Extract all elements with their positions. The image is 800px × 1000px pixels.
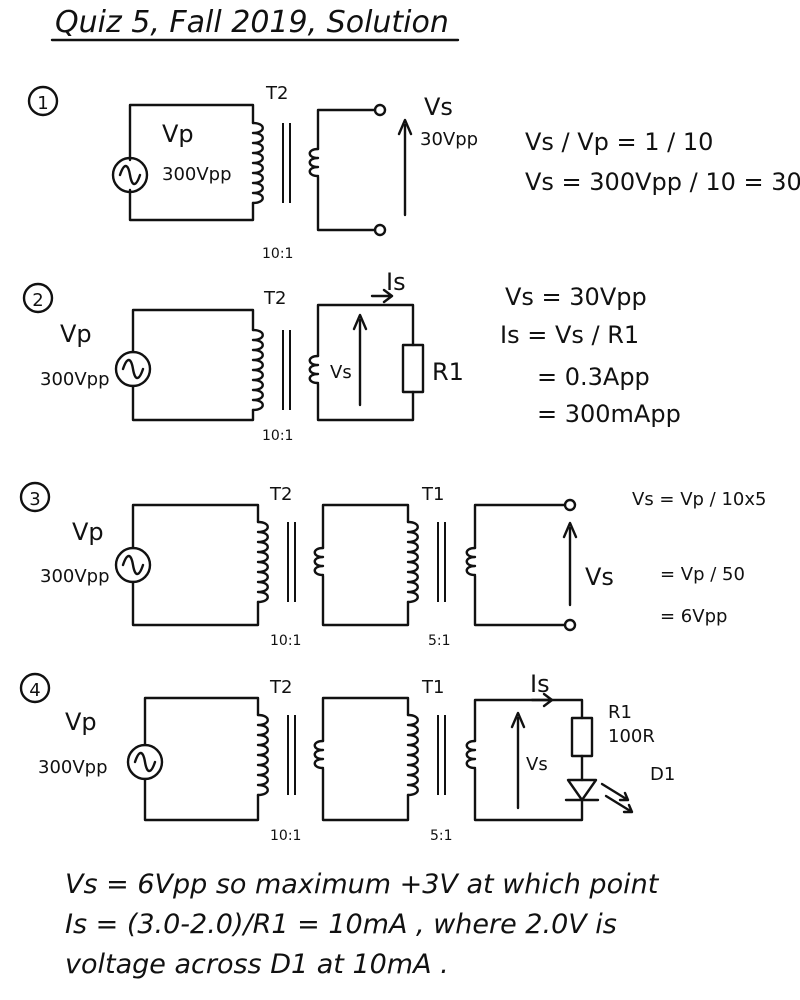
resistor-label: R1 [608,702,632,723]
ac-source-icon [126,743,164,781]
vp-label: Vp [162,120,194,148]
secondary-coil-icon [465,739,477,770]
vp-label: Vp [65,708,97,736]
ac-source-icon [114,350,152,388]
conclusion-line: Is = (3.0-2.0)/R1 = 10mA , where 2.0V is [65,909,617,940]
diode-label: D1 [650,764,675,785]
problem-1: 1 Vp 300Vpp T2 10:1 Vs 30Vpp Vs / Vp = 1… [27,83,800,262]
primary-coil-icon [256,713,269,797]
resistor-icon [401,343,425,394]
transformer-core-icon [282,122,291,204]
vs-label: Vs [526,754,548,775]
transformer-core-icon [287,521,296,603]
conclusion-line: voltage across D1 at 10mA . [65,949,449,980]
problem-number: 2 [32,290,43,311]
transformer-core-icon [282,329,291,411]
output-terminal [563,498,577,512]
vs-label: Vs [424,93,453,121]
resistor-value: 100R [608,726,655,747]
interstage-wire [321,503,410,550]
primary-coil-icon [251,328,264,412]
conclusion: Vs = 6Vpp so maximum +3V at which point … [65,869,660,980]
problem-number-circle [19,481,51,513]
calc-line: Is = Vs / R1 [500,321,639,349]
vp-value: 300Vpp [162,164,232,185]
calc-line: Vs = 30Vpp [505,283,647,311]
secondary-coil-icon [465,546,477,577]
problem-number-circle [19,672,51,704]
calc-line: = 300mApp [537,400,681,428]
calc-line: Vs = Vp / 10x5 [632,489,766,510]
calc-line: Vs / Vp = 1 / 10 [525,128,713,156]
transformer-core-icon [437,714,446,796]
calc-line: = 6Vpp [660,606,727,627]
resistor-icon [570,716,594,758]
transformer-name: T1 [421,484,444,505]
vp-value: 300Vpp [40,566,110,587]
transformer-ratio: 5:1 [428,633,451,649]
vp-label: Vp [60,320,92,348]
is-label: Is [530,670,550,698]
transformer-ratio: 10:1 [270,633,301,649]
transformer-ratio: 10:1 [262,428,293,444]
problem-3: 3 Vp 300Vpp T2 10:1 T1 5:1 Vs Vs = Vp / … [19,481,766,649]
primary-wire [131,308,255,354]
is-label: Is [386,268,406,296]
transformer-ratio: 10:1 [262,246,293,262]
interstage-wire [321,696,410,743]
primary-coil-icon [251,121,264,205]
output-terminal [563,618,577,632]
vs-label: Vs [585,563,614,591]
is-arrow [530,692,554,708]
page-title: Quiz 5, Fall 2019, Solution [55,5,449,40]
secondary-coil-icon [308,354,320,385]
secondary-coil-icon [313,546,325,577]
ac-source-icon [114,546,152,584]
problem-number: 1 [37,93,48,114]
problem-number: 4 [29,680,40,701]
primary-wire [128,103,255,162]
problem-2: 2 Vp 300Vpp T2 10:1 Vs Is R1 Vs = 30Vpp … [22,268,681,444]
problem-number-circle [27,85,59,117]
secondary-coil-icon [313,739,325,770]
vs-value: 30Vpp [420,129,478,150]
primary-wire [143,696,260,747]
output-terminal [373,103,387,117]
diode-icon [566,778,598,802]
transformer-core-icon [437,521,446,603]
transformer-ratio: 10:1 [270,828,301,844]
vp-label: Vp [72,518,104,546]
transformer-name: T2 [269,677,292,698]
ac-source-icon [111,156,149,194]
secondary-coil-icon [308,147,320,178]
problem-number-circle [22,282,54,314]
calc-line: Vs = 300Vpp / 10 = 30Vpp [525,168,800,196]
transformer-core-icon [287,714,296,796]
is-arrow [370,288,394,304]
transformer-name: T1 [421,677,444,698]
vp-value: 300Vpp [38,757,108,778]
primary-coil-icon [406,520,419,604]
calc-line: = Vp / 50 [660,564,745,585]
light-emission-icon [600,782,630,802]
primary-coil-icon [256,520,269,604]
vs-label: Vs [330,362,352,383]
transformer-name: T2 [269,484,292,505]
resistor-label: R1 [432,358,464,386]
output-terminal [373,223,387,237]
transformer-ratio: 5:1 [430,828,453,844]
problem-4: 4 Vp 300Vpp T2 10:1 T1 5:1 Vs Is R1 100R… [19,670,675,844]
conclusion-line: Vs = 6Vpp so maximum +3V at which point [65,869,660,900]
primary-wire [131,503,260,550]
problem-number: 3 [29,489,40,510]
transformer-name: T2 [265,83,288,104]
transformer-name: T2 [263,288,286,309]
primary-coil-icon [406,713,419,797]
vp-value: 300Vpp [40,369,110,390]
calc-line: = 0.3App [537,363,650,391]
